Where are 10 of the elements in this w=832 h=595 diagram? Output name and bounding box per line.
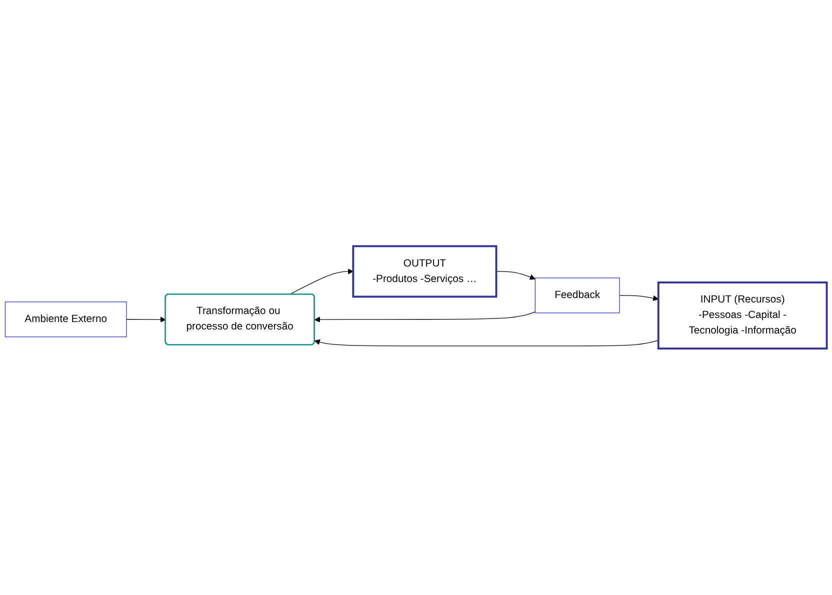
arrow xyxy=(314,312,536,323)
node-box: Feedback xyxy=(534,278,620,314)
node-box: OUTPUT -Produtos -Serviços … xyxy=(352,245,498,298)
arrow xyxy=(314,340,659,346)
node-box: INPUT (Recursos) -Pessoas -Capital -Tecnologia -Informação xyxy=(657,282,828,350)
arrow xyxy=(496,271,536,280)
node-box: Ambiente Externo xyxy=(4,302,127,338)
arrow xyxy=(126,316,166,323)
arrow xyxy=(289,268,354,295)
arrow xyxy=(619,295,659,302)
